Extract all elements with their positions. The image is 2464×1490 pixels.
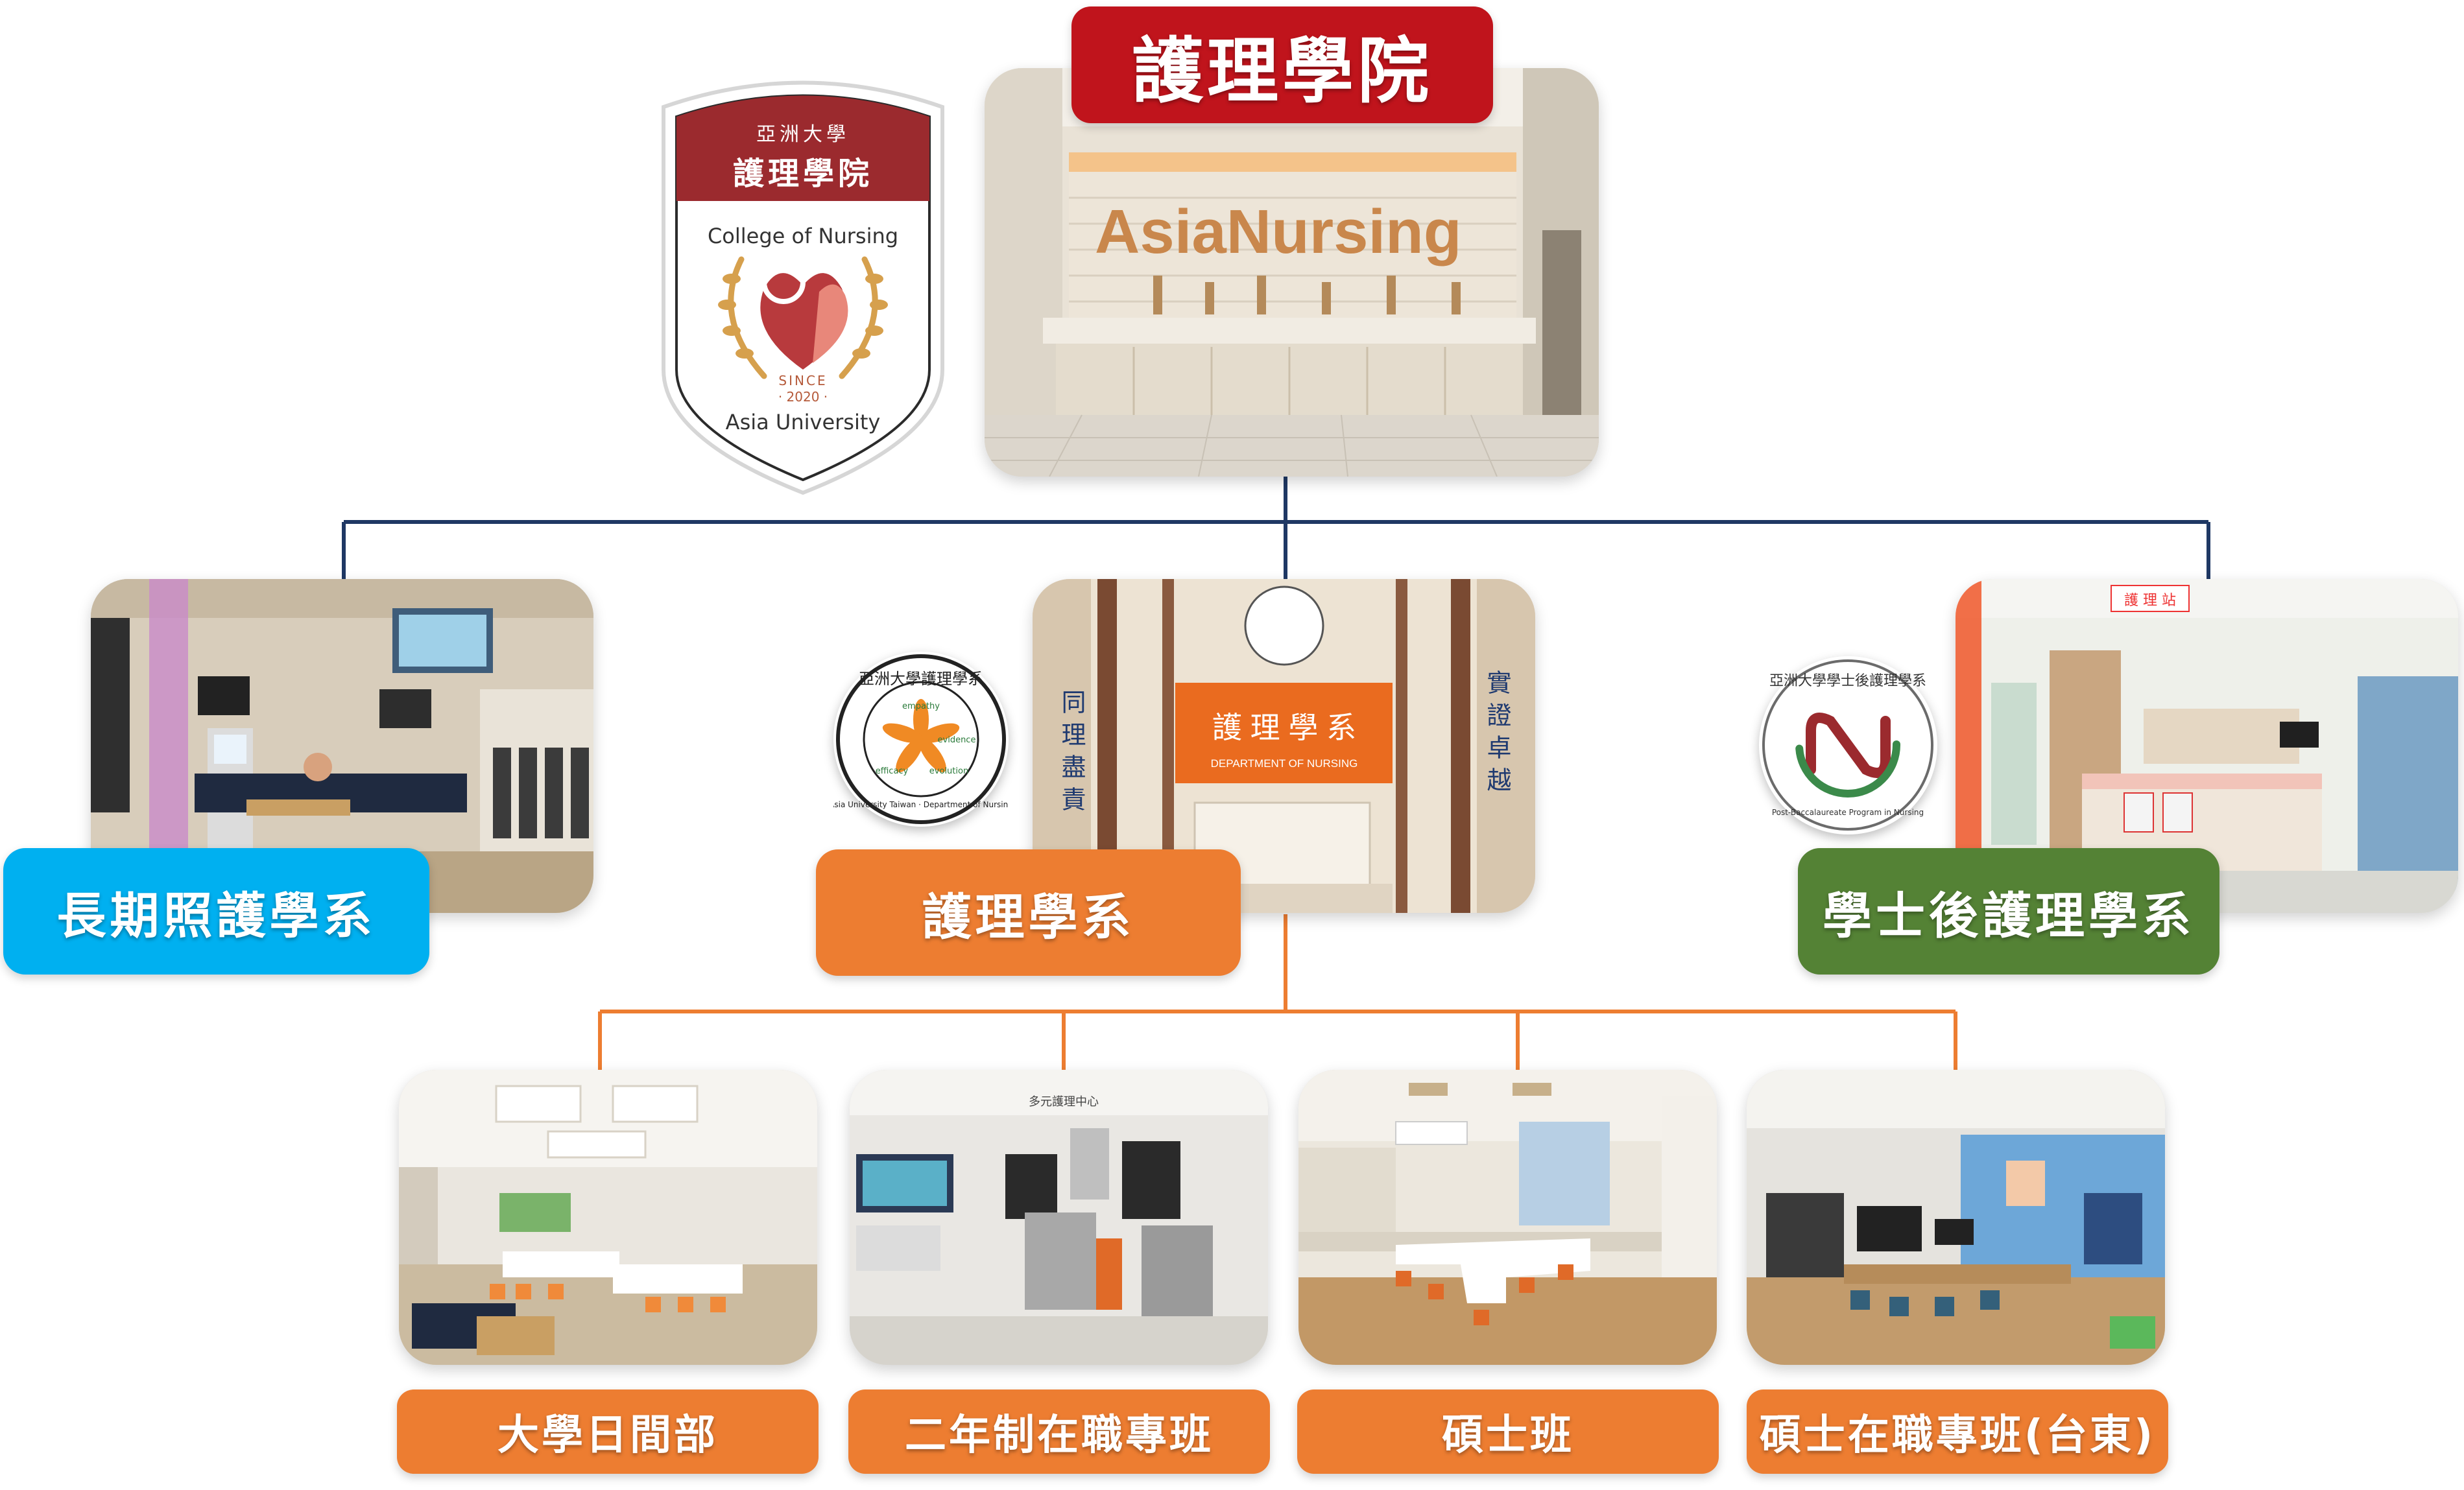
program-4-lab-photo	[1747, 1070, 2165, 1365]
dept-post-bacc-label: 學士後護理學系	[1798, 848, 2219, 975]
post-bacc-seal: 亞洲大學學士後護理學系 Post-Baccalaureate Program i…	[1759, 656, 1937, 834]
badge-year: · 2020 ·	[778, 389, 828, 405]
program-2-simulation-photo: 多元護理中心	[850, 1070, 1268, 1365]
program-masters-label: 碩士班	[1297, 1389, 1719, 1474]
college-title: 護理學院	[1071, 6, 1493, 123]
badge-college-en: College of Nursing	[707, 224, 899, 248]
nursing-dept-photo: 護 理 學 系 DEPARTMENT OF NURSING 同 理 盡 責 實 …	[1033, 579, 1535, 913]
plaque-cn: 護 理 學 系	[1212, 711, 1356, 744]
college-badge: 亞洲大學 護理學院 College of Nursing SINCE · 202…	[651, 65, 955, 496]
pb-seal-ring-en: Post-Baccalaureate Program in Nursing	[1772, 808, 1924, 817]
seal-word-4: evolution	[929, 766, 968, 776]
badge-university-en: Asia University	[725, 410, 881, 434]
wall-text-left: 同 理 盡 責	[1057, 689, 1086, 811]
nursing-dept-seal: 亞洲大學護理學系 Asia University Taiwan · Depart…	[833, 652, 1009, 827]
badge-since: SINCE	[778, 373, 828, 388]
seal-ring-cn: 亞洲大學護理學系	[859, 670, 983, 688]
badge-college-cn: 護理學院	[732, 156, 873, 192]
laurel-icon	[728, 256, 878, 379]
wall-text-right: 實 證 卓 越	[1483, 670, 1511, 792]
college-lobby-photo: AsiaNursing	[985, 68, 1599, 477]
badge-university-cn: 亞洲大學	[756, 123, 850, 146]
program-two-year-label: 二年制在職專班	[848, 1389, 1270, 1474]
program-3-seminar-photo	[1298, 1070, 1717, 1365]
plaque-en: DEPARTMENT OF NURSING	[1211, 757, 1358, 770]
lily-flower-icon	[882, 699, 960, 773]
station-sign: 護 理 站	[2124, 593, 2176, 609]
n-logo-icon	[1795, 692, 1900, 798]
program-masters-inservice-label: 碩士在職專班(台東)	[1747, 1389, 2168, 1474]
sim-center-sign: 多元護理中心	[1029, 1095, 1099, 1109]
pb-seal-ring-cn: 亞洲大學學士後護理學系	[1769, 673, 1926, 689]
seal-word-1: empathy	[902, 702, 940, 711]
seal-word-3: efficacy	[876, 766, 909, 776]
dept-long-term-care-label: 長期照護學系	[3, 848, 429, 975]
heart-logo-icon	[760, 260, 848, 370]
seal-ring-en: Asia University Taiwan · Department of N…	[833, 800, 1009, 809]
asia-nursing-sign: AsiaNursing	[1095, 197, 1461, 266]
dept-nursing-label: 護理學系	[816, 849, 1241, 976]
seal-word-2: evidence	[938, 735, 976, 745]
program-daytime-label: 大學日間部	[397, 1389, 819, 1474]
program-1-classroom-photo	[399, 1070, 817, 1365]
